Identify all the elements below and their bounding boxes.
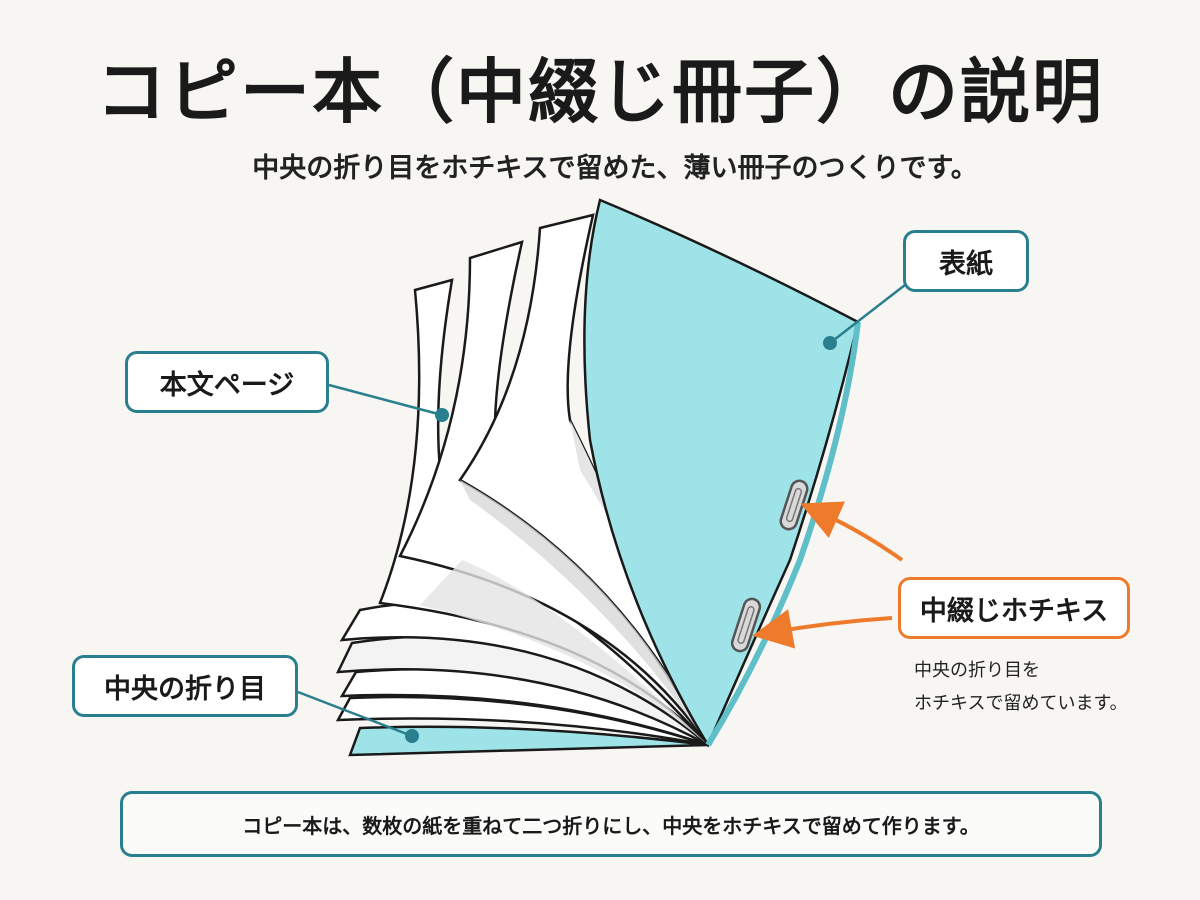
leader-line-body-pages (328, 383, 443, 417)
staple-note: 中央の折り目を ホチキスで留めています。 (914, 654, 1128, 720)
page-subtitle: 中央の折り目をホチキスで留めた、薄い冊子のつくりです。 (252, 153, 978, 184)
cover-edge (705, 321, 861, 747)
leader-line-cover (829, 284, 906, 344)
label-cover: 表紙 (903, 230, 1029, 292)
staple-arrow-top (800, 501, 904, 562)
leader-dot-cover (823, 336, 837, 350)
staple-arrow-bottom (752, 609, 893, 649)
leader-dot-body-pages (435, 408, 449, 422)
staple-note-line-2: ホチキスで留めています。 (914, 693, 1128, 714)
label-center-fold: 中央の折り目 (72, 655, 298, 717)
leader-dot-center-fold (405, 729, 419, 743)
label-saddle-staple: 中綴じホチキス (898, 577, 1130, 639)
leader-line-center-fold (297, 690, 413, 738)
front-cover (583, 198, 860, 748)
page-curl-shadow (460, 480, 708, 745)
footer-caption: コピー本は、数枚の紙を重ねて二つ折りにし、中央をホチキスで留めて作ります。 (120, 791, 1102, 857)
page-curl-shadow (420, 560, 708, 745)
page-title: コピー本（中綴じ冊子）の説明 (96, 51, 1104, 133)
label-body-pages: 本文ページ (125, 351, 329, 413)
staple-note-line-1: 中央の折り目を (914, 660, 1040, 681)
